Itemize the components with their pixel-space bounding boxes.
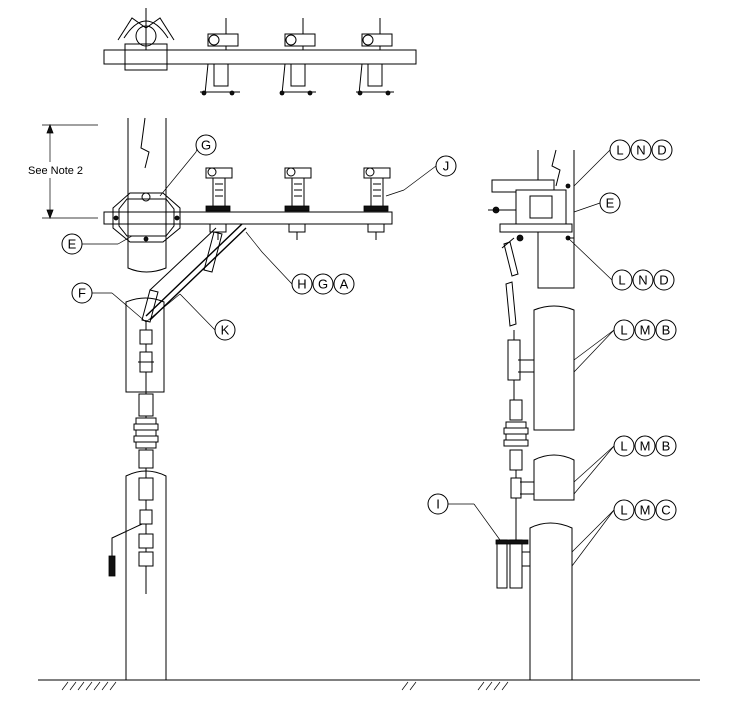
top-cutout-2 (279, 18, 316, 96)
callout-label: N (636, 143, 645, 158)
callout-LND-top: L N D (609, 139, 673, 161)
right-elevation (488, 149, 575, 680)
callout-label: I (436, 497, 440, 512)
callout-LMC: L M C (613, 499, 677, 521)
callout-label: K (221, 323, 230, 338)
callout-label: L (620, 439, 627, 454)
callout-label: D (659, 273, 668, 288)
callout-label: A (340, 277, 349, 292)
see-note-2-label: See Note 2 (28, 165, 83, 177)
right-insulator-stack (503, 421, 529, 447)
callout-E-left: E (61, 233, 83, 255)
callout-label: C (661, 503, 670, 518)
cutout-1 (205, 167, 233, 240)
callout-label: J (443, 159, 450, 174)
callout-label: B (662, 323, 671, 338)
callout-LND-bottom: L N D (611, 269, 675, 291)
ground-line (38, 679, 700, 691)
callout-label: G (318, 277, 328, 292)
callout-label: M (640, 503, 651, 518)
callout-label: E (68, 237, 77, 252)
callout-label: E (606, 196, 615, 211)
right-leaders (448, 149, 615, 567)
callout-label: D (657, 143, 666, 158)
top-cutout-1 (200, 18, 240, 96)
left-insulator-stack (133, 417, 159, 449)
callout-label: G (201, 138, 211, 153)
callout-label: B (662, 439, 671, 454)
callout-label: M (640, 439, 651, 454)
callout-HGA: H G A (291, 273, 355, 295)
cutout-2 (284, 167, 312, 240)
top-plan-view (103, 8, 417, 96)
callout-label: H (297, 277, 306, 292)
callout-G-top: G (195, 134, 217, 156)
cutout-3 (363, 167, 391, 240)
callout-LMB-lower: L M B (613, 435, 677, 457)
callout-label: L (616, 143, 623, 158)
left-elevation: See Note 2 (18, 117, 393, 680)
callout-label: L (620, 503, 627, 518)
callout-I: I (427, 493, 449, 515)
callout-label: L (618, 273, 625, 288)
callout-LMB-upper: L M B (613, 319, 677, 341)
callout-label: N (638, 273, 647, 288)
top-cutout-3 (356, 18, 394, 96)
callout-F: F (71, 282, 93, 304)
callout-label: F (78, 286, 86, 301)
callout-E-right: E (599, 192, 621, 214)
callout-label: M (640, 323, 651, 338)
dimension-note-2: See Note 2 (18, 123, 98, 220)
left-leaders (82, 144, 437, 331)
callout-K: K (214, 319, 236, 341)
callout-J: J (435, 155, 457, 177)
callout-label: L (620, 323, 627, 338)
